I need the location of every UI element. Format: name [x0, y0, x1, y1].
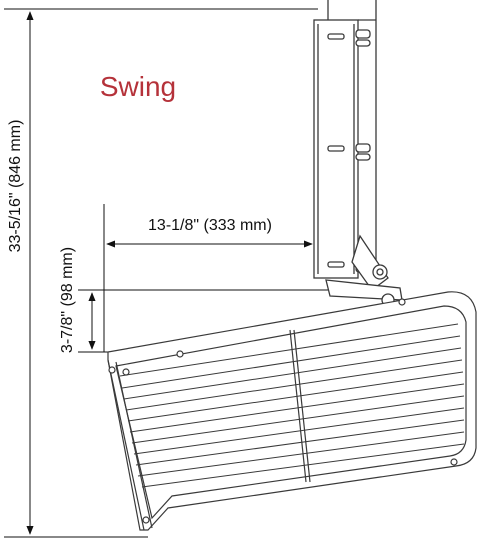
dimension-lines — [4, 8, 340, 538]
drawing-title: Swing — [100, 71, 176, 102]
wall-bracket — [313, 0, 403, 307]
swing-tray — [107, 291, 477, 531]
drop-label: 3-7/8" (98 mm) — [59, 247, 76, 353]
horizontal-offset-label: 13-1/8" (333 mm) — [148, 217, 272, 234]
overall-height-label: 33-5/16" (846 mm) — [7, 120, 24, 253]
